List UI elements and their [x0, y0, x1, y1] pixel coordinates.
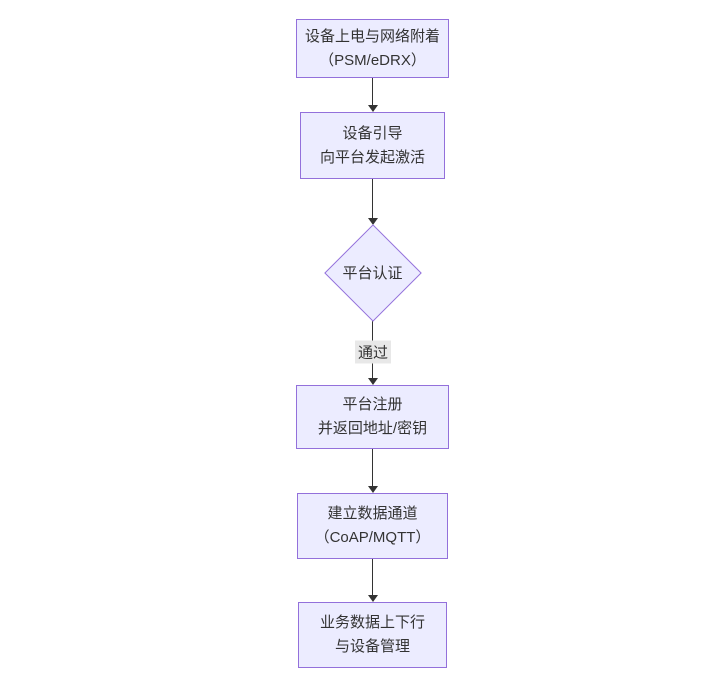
edge-arrow-1	[367, 78, 378, 112]
edge-arrow-2	[367, 179, 378, 225]
edge-arrow-4	[367, 449, 378, 493]
edge-arrow-5	[367, 559, 378, 602]
arrowhead-down-icon	[367, 486, 378, 493]
arrowhead-down-icon	[367, 595, 378, 602]
node-text-line: 并返回地址/密钥	[317, 420, 428, 437]
node-text-line: 平台注册	[342, 396, 403, 413]
node-text-line: 设备引导	[342, 124, 403, 142]
arrowhead-down-icon	[367, 378, 378, 385]
arrow-line	[372, 559, 373, 595]
node-text-line: 设备上电与网络附着	[304, 27, 440, 45]
node-platform-auth-decision: 平台认证	[322, 223, 423, 322]
node-text-line: （CoAP/MQTT）	[314, 529, 431, 546]
arrow-line	[372, 179, 373, 218]
node-data-channel: 建立数据通道 （CoAP/MQTT）	[297, 493, 448, 559]
node-text-line: 与设备管理	[334, 638, 410, 655]
node-device-bootstrap: 设备引导 向平台发起激活	[300, 112, 445, 179]
node-text-line: 业务数据上下行	[319, 614, 425, 631]
node-text-line: （PSM/eDRX）	[319, 51, 426, 69]
node-power-network-attach: 设备上电与网络附着 （PSM/eDRX）	[296, 19, 449, 78]
node-text-line: 建立数据通道	[327, 505, 418, 522]
node-text-line: 向平台发起激活	[319, 148, 425, 166]
arrow-line	[372, 449, 373, 486]
arrowhead-down-icon	[367, 105, 378, 112]
edge-label-pass: 通过	[354, 340, 392, 364]
node-business-data: 业务数据上下行 与设备管理	[298, 602, 447, 668]
arrowhead-down-icon	[367, 218, 378, 225]
node-platform-register: 平台注册 并返回地址/密钥	[296, 385, 449, 449]
node-text-line: 平台认证	[342, 265, 403, 282]
arrow-line	[372, 78, 373, 105]
